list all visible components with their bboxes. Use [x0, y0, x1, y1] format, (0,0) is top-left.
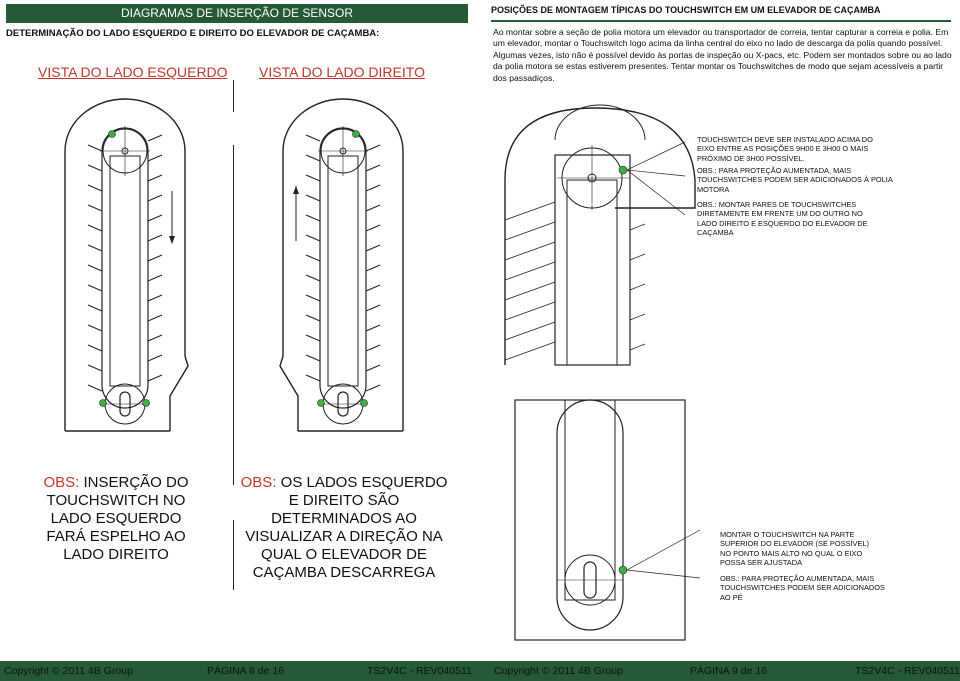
footer-doc-left: TS2V4C - REV040511 — [367, 665, 472, 677]
right-page-body: Ao montar sobre a seção de polia motora … — [493, 27, 952, 83]
head-and-boot-diagram — [504, 104, 701, 641]
divider-line — [233, 145, 234, 485]
footer-doc-right: TS2V4C - REV040511 — [855, 665, 960, 677]
touchswitch-sensor-icon — [108, 130, 116, 138]
obs-sides-note: OBS: OS LADOS ESQUERDO E DIREITO SÃO DET… — [240, 474, 448, 582]
touchswitch-sensor-icon — [352, 130, 360, 138]
touchswitch-sensor-icon — [618, 565, 628, 575]
left-page-banner: DIAGRAMAS DE INSERÇÃO DE SENSOR — [6, 4, 468, 23]
left-page-subtitle: DETERMINAÇÃO DO LADO ESQUERDO E DIREITO … — [6, 28, 380, 39]
right-page-title: POSIÇÕES DE MONTAGEM TÍPICAS DO TOUCHSWI… — [491, 5, 881, 15]
footer-bar — [0, 661, 960, 681]
touchswitch-sensor-icon — [142, 399, 150, 407]
right-elevator-diagram — [279, 98, 404, 432]
view-right-label: VISTA DO LADO DIREITO — [259, 64, 425, 80]
obs-insertion-note: OBS: INSERÇÃO DO TOUCHSWITCH NO LADO ESQ… — [30, 474, 202, 564]
obs-text: INSERÇÃO DO TOUCHSWITCH NO LADO ESQUERDO… — [46, 474, 189, 563]
footer-copyright-left: Copyright © 2011 4B Group — [4, 665, 133, 677]
obs-prefix: OBS: — [43, 474, 80, 491]
footer-page-right: PÁGINA 9 de 16 — [690, 665, 768, 677]
footer-copyright-right: Copyright © 2011 4B Group — [494, 665, 623, 677]
divider-line — [233, 520, 234, 590]
title-underline — [491, 20, 951, 22]
note-mount-pairs: OBS.: MONTAR PARES DE TOUCHSWITCHES DIRE… — [697, 200, 868, 237]
note-extra-protection: OBS.: PARA PROTEÇÃO AUMENTADA, MAIS TOUC… — [697, 166, 893, 194]
note-install-position: TOUCHSWITCH DEVE SER INSTALADO ACIMA DO … — [697, 135, 873, 163]
note-extra-protection-foot: OBS.: PARA PROTEÇÃO AUMENTADA, MAIS TOUC… — [720, 574, 885, 602]
touchswitch-sensor-icon — [317, 399, 325, 407]
obs-text: OS LADOS ESQUERDO E DIREITO SÃO DETERMIN… — [245, 474, 448, 581]
touchswitch-sensor-icon — [360, 399, 368, 407]
up-arrow-icon — [293, 186, 299, 241]
note-mount-top: MONTAR O TOUCHSWITCH NA PARTE SUPERIOR D… — [720, 530, 869, 567]
touchswitch-sensor-icon — [618, 165, 628, 175]
down-arrow-icon — [169, 191, 175, 244]
view-left-label: VISTA DO LADO ESQUERDO — [38, 64, 228, 80]
left-elevator-diagram — [64, 98, 189, 432]
obs-prefix: OBS: — [240, 474, 277, 491]
footer-page-left: PÁGINA 8 de 16 — [207, 665, 285, 677]
divider-line — [233, 80, 234, 112]
touchswitch-sensor-icon — [99, 399, 107, 407]
